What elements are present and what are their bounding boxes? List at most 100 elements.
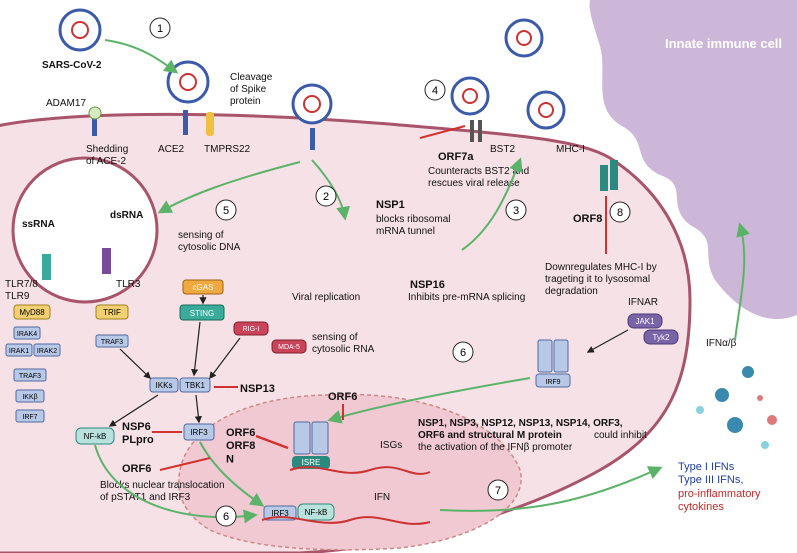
tmprs-label: TMPRS22	[204, 144, 251, 155]
orf6-orf8-inhibit	[255, 434, 289, 450]
tyk2-box	[643, 329, 679, 345]
step-number: 1	[157, 23, 163, 35]
cytokine-dot	[761, 441, 769, 449]
irak4-text: IRAK4	[17, 331, 37, 338]
ifnab-label: IFNα/β	[706, 338, 737, 349]
step-marker	[315, 185, 337, 207]
sting-to-tbk1-arrow	[191, 321, 201, 377]
step-marker	[487, 479, 509, 501]
nsp-list-tail: could inhibit	[594, 430, 647, 441]
irak2-text: IRAK2	[37, 348, 57, 355]
traf3-mid-text: TRAF3	[101, 339, 123, 346]
mda5-box	[271, 339, 307, 354]
nfkb-nuc-box	[297, 503, 335, 521]
irak2-box	[33, 343, 61, 357]
mda5-text: MDA-5	[278, 344, 300, 351]
ifn-release-arrow	[439, 466, 663, 512]
step-marker	[149, 17, 171, 39]
adam17-receptor	[92, 118, 97, 136]
mhc-i-receptor	[600, 165, 608, 191]
orf7a-inhibit	[419, 125, 466, 139]
entry-arrow	[104, 39, 179, 74]
step-number: 3	[513, 205, 519, 217]
viral-rep-label: Viral replication	[292, 292, 360, 303]
bst2-label: BST2	[490, 144, 515, 155]
irf7-box	[15, 409, 45, 423]
virus-particle	[526, 90, 566, 130]
irf3-box	[183, 423, 215, 441]
mhc-i-receptor	[610, 160, 618, 190]
irak4-box	[13, 326, 41, 340]
tyk2-text: Tyk2	[653, 333, 670, 342]
pstat1-nuc-box	[293, 421, 311, 455]
ifnar-to-pstat-arrow	[586, 329, 629, 353]
irak1-text: IRAK1	[9, 348, 29, 355]
irf3-text: IRF3	[190, 428, 208, 437]
tlr78-receptor	[42, 254, 51, 280]
dna-strand	[261, 516, 431, 525]
cytokine-dot	[727, 417, 743, 433]
traf3-to-ikks-arrow	[119, 348, 152, 380]
ifn-to-immune-arrow	[734, 222, 750, 341]
virus-label: SARS-CoV-2	[42, 60, 102, 71]
rigi-text: RIG-I	[243, 326, 260, 333]
cytokine-dot	[696, 406, 704, 414]
pstat2-nuc-box	[311, 421, 329, 455]
sting-text: STING	[190, 309, 214, 318]
virus-particle	[450, 76, 490, 116]
ssrna-label: ssRNA	[22, 219, 55, 230]
irak1-box	[5, 343, 33, 357]
irf9-text: IRF9	[545, 379, 560, 386]
ikks-text: IKKs	[156, 381, 173, 390]
rigi-to-tbk1-arrow	[209, 337, 241, 380]
step-number: 7	[495, 485, 501, 497]
endosome-arrow	[157, 161, 301, 214]
virus-particle	[504, 18, 544, 58]
orf6-mid-label: ORF6	[122, 463, 151, 475]
pstat2-box	[553, 339, 569, 373]
ikkb-box	[15, 389, 45, 403]
pstat1-box	[537, 339, 553, 373]
step-number: 8	[617, 207, 623, 219]
cytokine-dot	[757, 395, 763, 401]
step-number: 4	[432, 85, 438, 97]
ifnar-label: IFNAR	[628, 297, 658, 308]
innate-immune-cell	[589, 0, 797, 320]
irf7-text: IRF7	[22, 414, 37, 421]
release-arrow	[461, 157, 523, 251]
nfkb-text: NF-kB	[84, 432, 107, 441]
isre-text: ISRE	[302, 458, 321, 467]
adam17-label: ADAM17	[46, 98, 86, 109]
step-marker	[215, 505, 237, 527]
traf3-mid-box	[95, 334, 129, 348]
virus-particle	[58, 8, 102, 52]
nsp-list-desc: the activation of the IFNβ promoter	[418, 442, 573, 453]
traf3-left-box	[13, 368, 47, 382]
dna-strand	[289, 466, 431, 475]
jak1-text: JAK1	[635, 317, 655, 326]
bst2-receptor	[470, 120, 474, 142]
irf3-to-nucleus-arrow	[199, 441, 265, 507]
step-marker	[424, 79, 446, 101]
irf3-nuc-text: IRF3	[271, 509, 289, 518]
step-number: 6	[460, 347, 466, 359]
orf7a-label: ORF7a	[438, 151, 474, 163]
adam17-head	[88, 106, 102, 120]
rigi-box	[233, 321, 269, 336]
nsp16-desc: Inhibits pre-mRNA splicing	[408, 292, 525, 303]
ikks-to-nfkb-arrow	[108, 394, 159, 427]
sting-box	[179, 304, 225, 321]
